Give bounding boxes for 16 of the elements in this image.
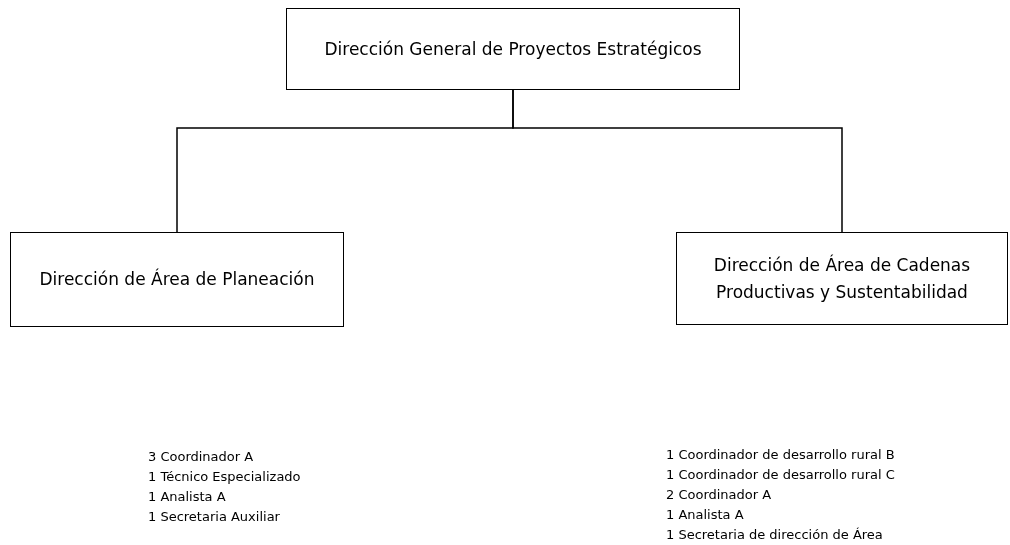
staff-item: 1 Coordinador de desarrollo rural C (666, 466, 895, 484)
connector-line (512, 89, 843, 233)
org-unit-box (676, 232, 1008, 325)
staff-item: 1 Analista A (148, 488, 227, 506)
unit-title: Dirección General de Proyectos Estratégicos (324, 37, 702, 61)
staff-item: 3 Coordinador A (148, 448, 255, 466)
staff-item: 1 Coordinador de desarrollo rural B (666, 446, 895, 464)
staff-item: 2 Coordinador A (666, 486, 773, 504)
staff-item: 1 Secretaria de dirección de Área (666, 526, 884, 544)
staff-item: 1 Técnico Especializado (148, 468, 301, 486)
staff-item: 1 Secretaria Auxiliar (148, 508, 281, 526)
unit-title: Dirección de Área de Planeación (39, 267, 315, 292)
staff-item: 1 Analista A (666, 506, 745, 524)
org-unit-box (286, 8, 740, 90)
org-unit-box (10, 232, 344, 327)
unit-title: Dirección de Área de Cadenas Productivas y Sustentabilidad (712, 253, 972, 304)
